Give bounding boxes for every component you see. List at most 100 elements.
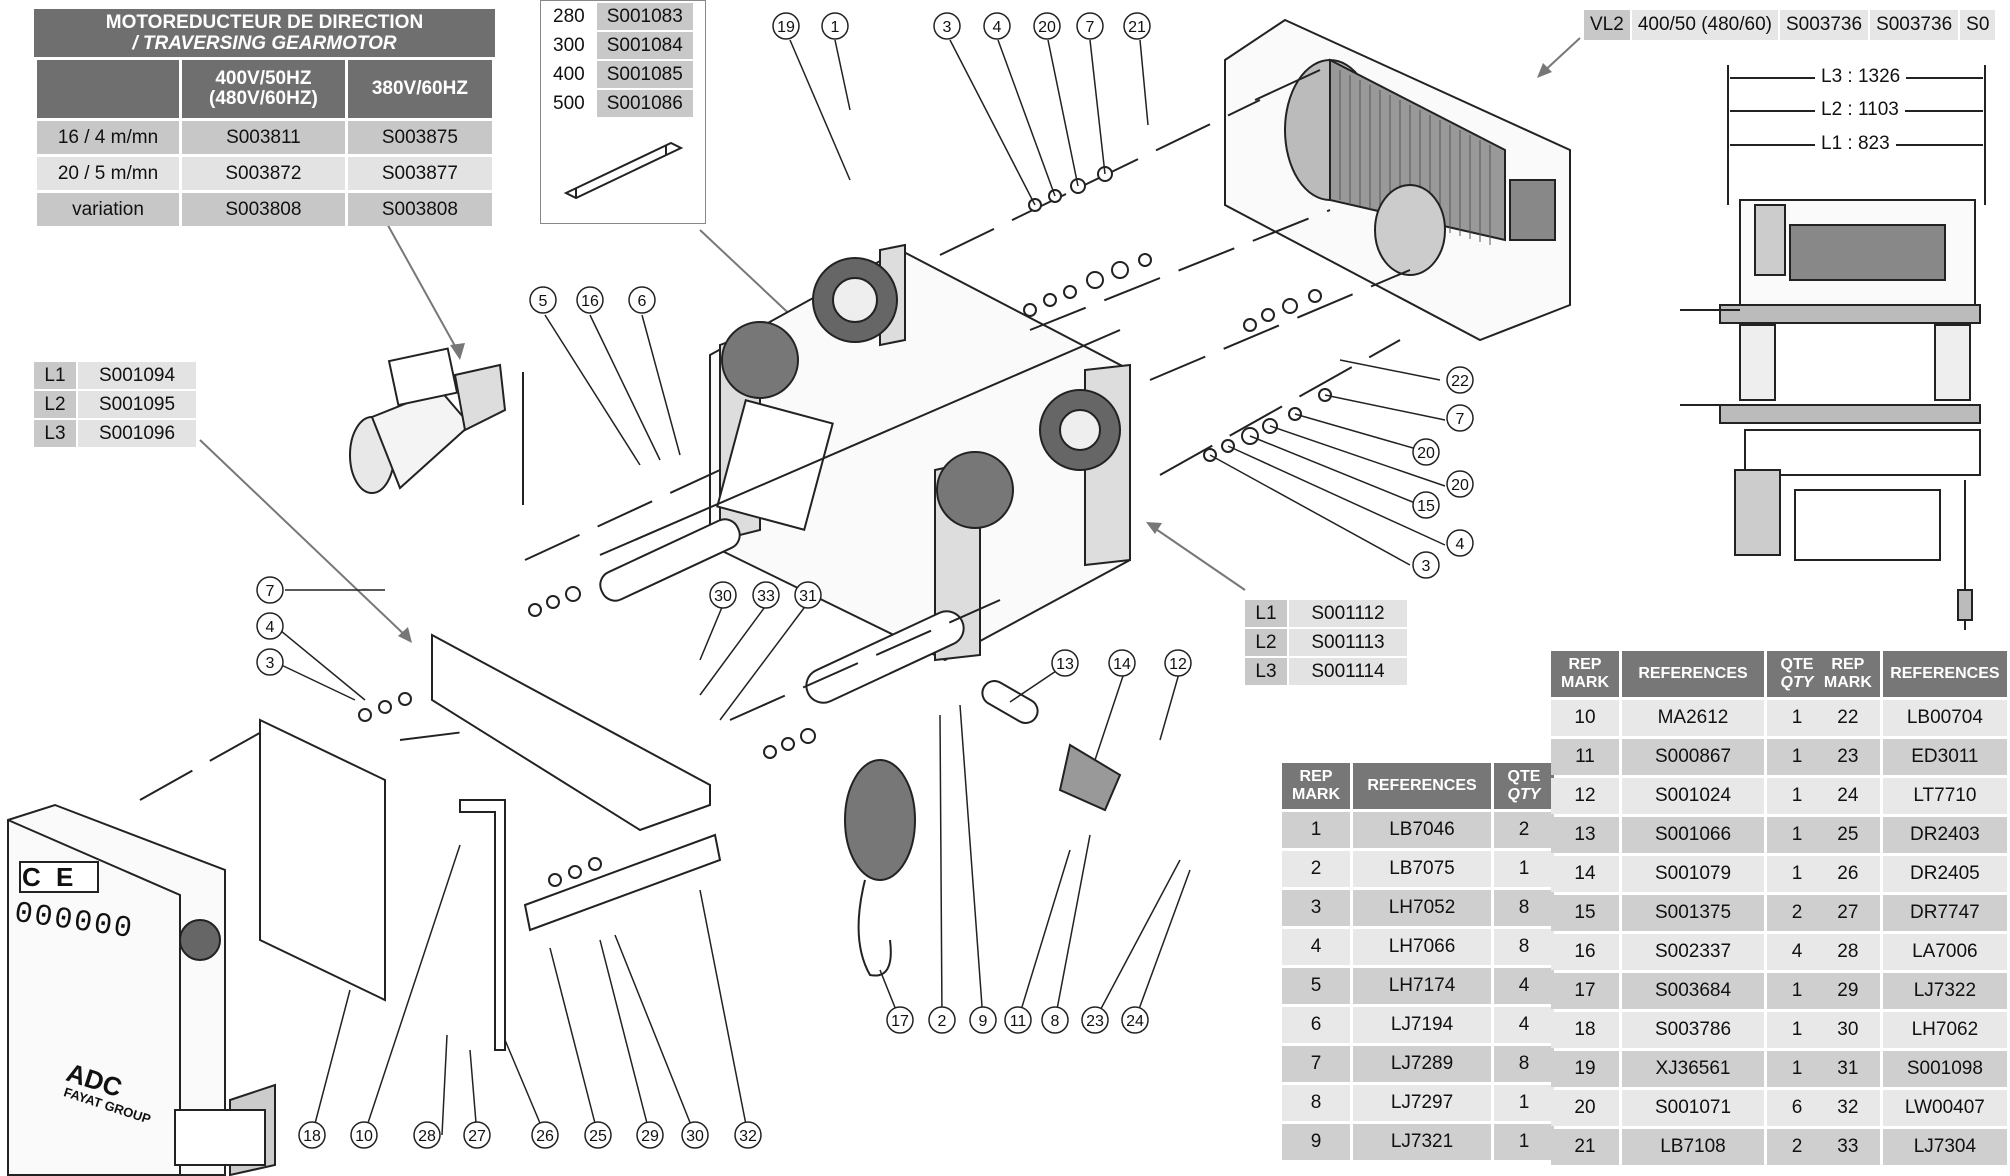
part-rep: 7 [1282,1046,1350,1082]
part-rep: 25 [1816,817,1880,853]
vl2-voltage: 400/50 (480/60) [1631,10,1778,40]
callout-7c: 7 [266,583,275,600]
callout-24: 24 [1126,1013,1144,1030]
part-rep: 12 [1551,778,1619,814]
part-rep: 6 [1282,1007,1350,1043]
callout-22: 22 [1451,373,1469,390]
gearmotor-col2-header: 380V/60HZ [347,60,492,118]
part-qty: 1 [1494,1085,1554,1121]
length-value: S001085 [596,61,693,88]
callout-26: 26 [536,1128,554,1145]
references-header: REFERENCES [1622,651,1764,697]
callout-20b: 20 [1417,445,1435,462]
callout-12: 12 [1169,656,1187,673]
gearmotor-cell: S003877 [347,157,492,190]
part-rep: 17 [1551,973,1619,1009]
bar-part-icon [563,141,684,200]
gearmotor-cell: S003811 [182,121,345,154]
part-rep: 2 [1282,851,1350,887]
callout-32: 32 [739,1128,757,1145]
part-ref: LB7108 [1622,1129,1764,1165]
callout-13: 13 [1056,656,1074,673]
part-rep: 22 [1816,700,1880,736]
callout-29: 29 [641,1128,659,1145]
part-ref: LH7052 [1353,890,1491,926]
callout-6: 6 [638,293,647,310]
callout-33: 33 [757,588,775,605]
gearmotor-table: MOTOREDUCTEUR DE DIRECTION / TRAVERSING … [34,9,495,229]
vl2-label: VL2 [1584,10,1630,40]
part-rep: 9 [1282,1124,1350,1160]
part-ref: MA2612 [1622,700,1764,736]
part-rep: 5 [1282,968,1350,1004]
callout-20c: 20 [1451,477,1469,494]
callout-14: 14 [1113,656,1131,673]
dim-l1: L1 : 823 [1815,133,1896,155]
callout-3b: 3 [1422,558,1431,575]
part-qty: 4 [1494,1007,1554,1043]
gearmotor-cell: S003872 [182,157,345,190]
gearmotor-row-label: 16 / 4 m/mn [37,121,179,154]
references-header: REFERENCES [1353,763,1491,809]
l-key: L3 [1245,658,1287,685]
part-rep: 29 [1816,973,1880,1009]
gearmotor-corner-header [37,60,179,118]
l-key: L1 [34,362,76,389]
callout-5: 5 [539,293,548,310]
vl2-cell: S003736 [1870,10,1959,40]
part-rep: 33 [1816,1129,1880,1165]
part-ref: LA7006 [1882,934,2007,970]
part-rep: 26 [1816,856,1880,892]
gearmotor-title-line2: / TRAVERSING GEARMOTOR [132,33,397,54]
part-ref: LH7174 [1353,968,1491,1004]
l-value: S001114 [1289,658,1407,685]
length-key: 500 [543,90,595,117]
part-ref: LB7075 [1353,851,1491,887]
end-view-drawing [1680,65,1986,630]
part-ref: S001024 [1622,778,1764,814]
part-rep: 3 [1282,890,1350,926]
l-value: S001095 [78,391,196,418]
part-rep: 21 [1551,1129,1619,1165]
callout-18: 18 [303,1128,321,1145]
length-value: S001086 [596,90,693,117]
part-ref: LW00407 [1882,1090,2007,1126]
part-rep: 18 [1551,1012,1619,1048]
callout-20: 20 [1038,19,1056,36]
part-ref: LH7066 [1353,929,1491,965]
callout-28: 28 [418,1128,436,1145]
gearmotor-cell: S003808 [347,193,492,226]
callout-4b: 4 [1456,536,1465,553]
part-ref: S001098 [1882,1051,2007,1087]
part-qty: 4 [1494,968,1554,1004]
vl2-cell: S0 [1960,10,1996,40]
part-rep: 15 [1551,895,1619,931]
part-ref: LJ7297 [1353,1085,1491,1121]
part-ref: LJ7304 [1882,1129,2007,1165]
l-value: S001112 [1289,600,1407,627]
hook-block-drawing [844,680,1122,977]
control-cabinet-drawing [7,803,276,1176]
part-ref: DR2403 [1882,817,2007,853]
part-rep: 10 [1551,700,1619,736]
callout-19: 19 [777,19,795,36]
callout-7: 7 [1086,19,1095,36]
length-value: S001084 [596,32,693,59]
dim-l2: L2 : 1103 [1815,99,1905,121]
part-rep: 16 [1551,934,1619,970]
part-qty: 2 [1494,812,1554,848]
part-ref: S001066 [1622,817,1764,853]
callout-9: 9 [979,1013,988,1030]
callout-4: 4 [993,19,1002,36]
part-ref: DR2405 [1882,856,2007,892]
l-key: L1 [1245,600,1287,627]
part-qty: 8 [1494,929,1554,965]
part-rep: 27 [1816,895,1880,931]
references-header: REFERENCES [1882,651,2007,697]
part-rep: 31 [1816,1051,1880,1087]
